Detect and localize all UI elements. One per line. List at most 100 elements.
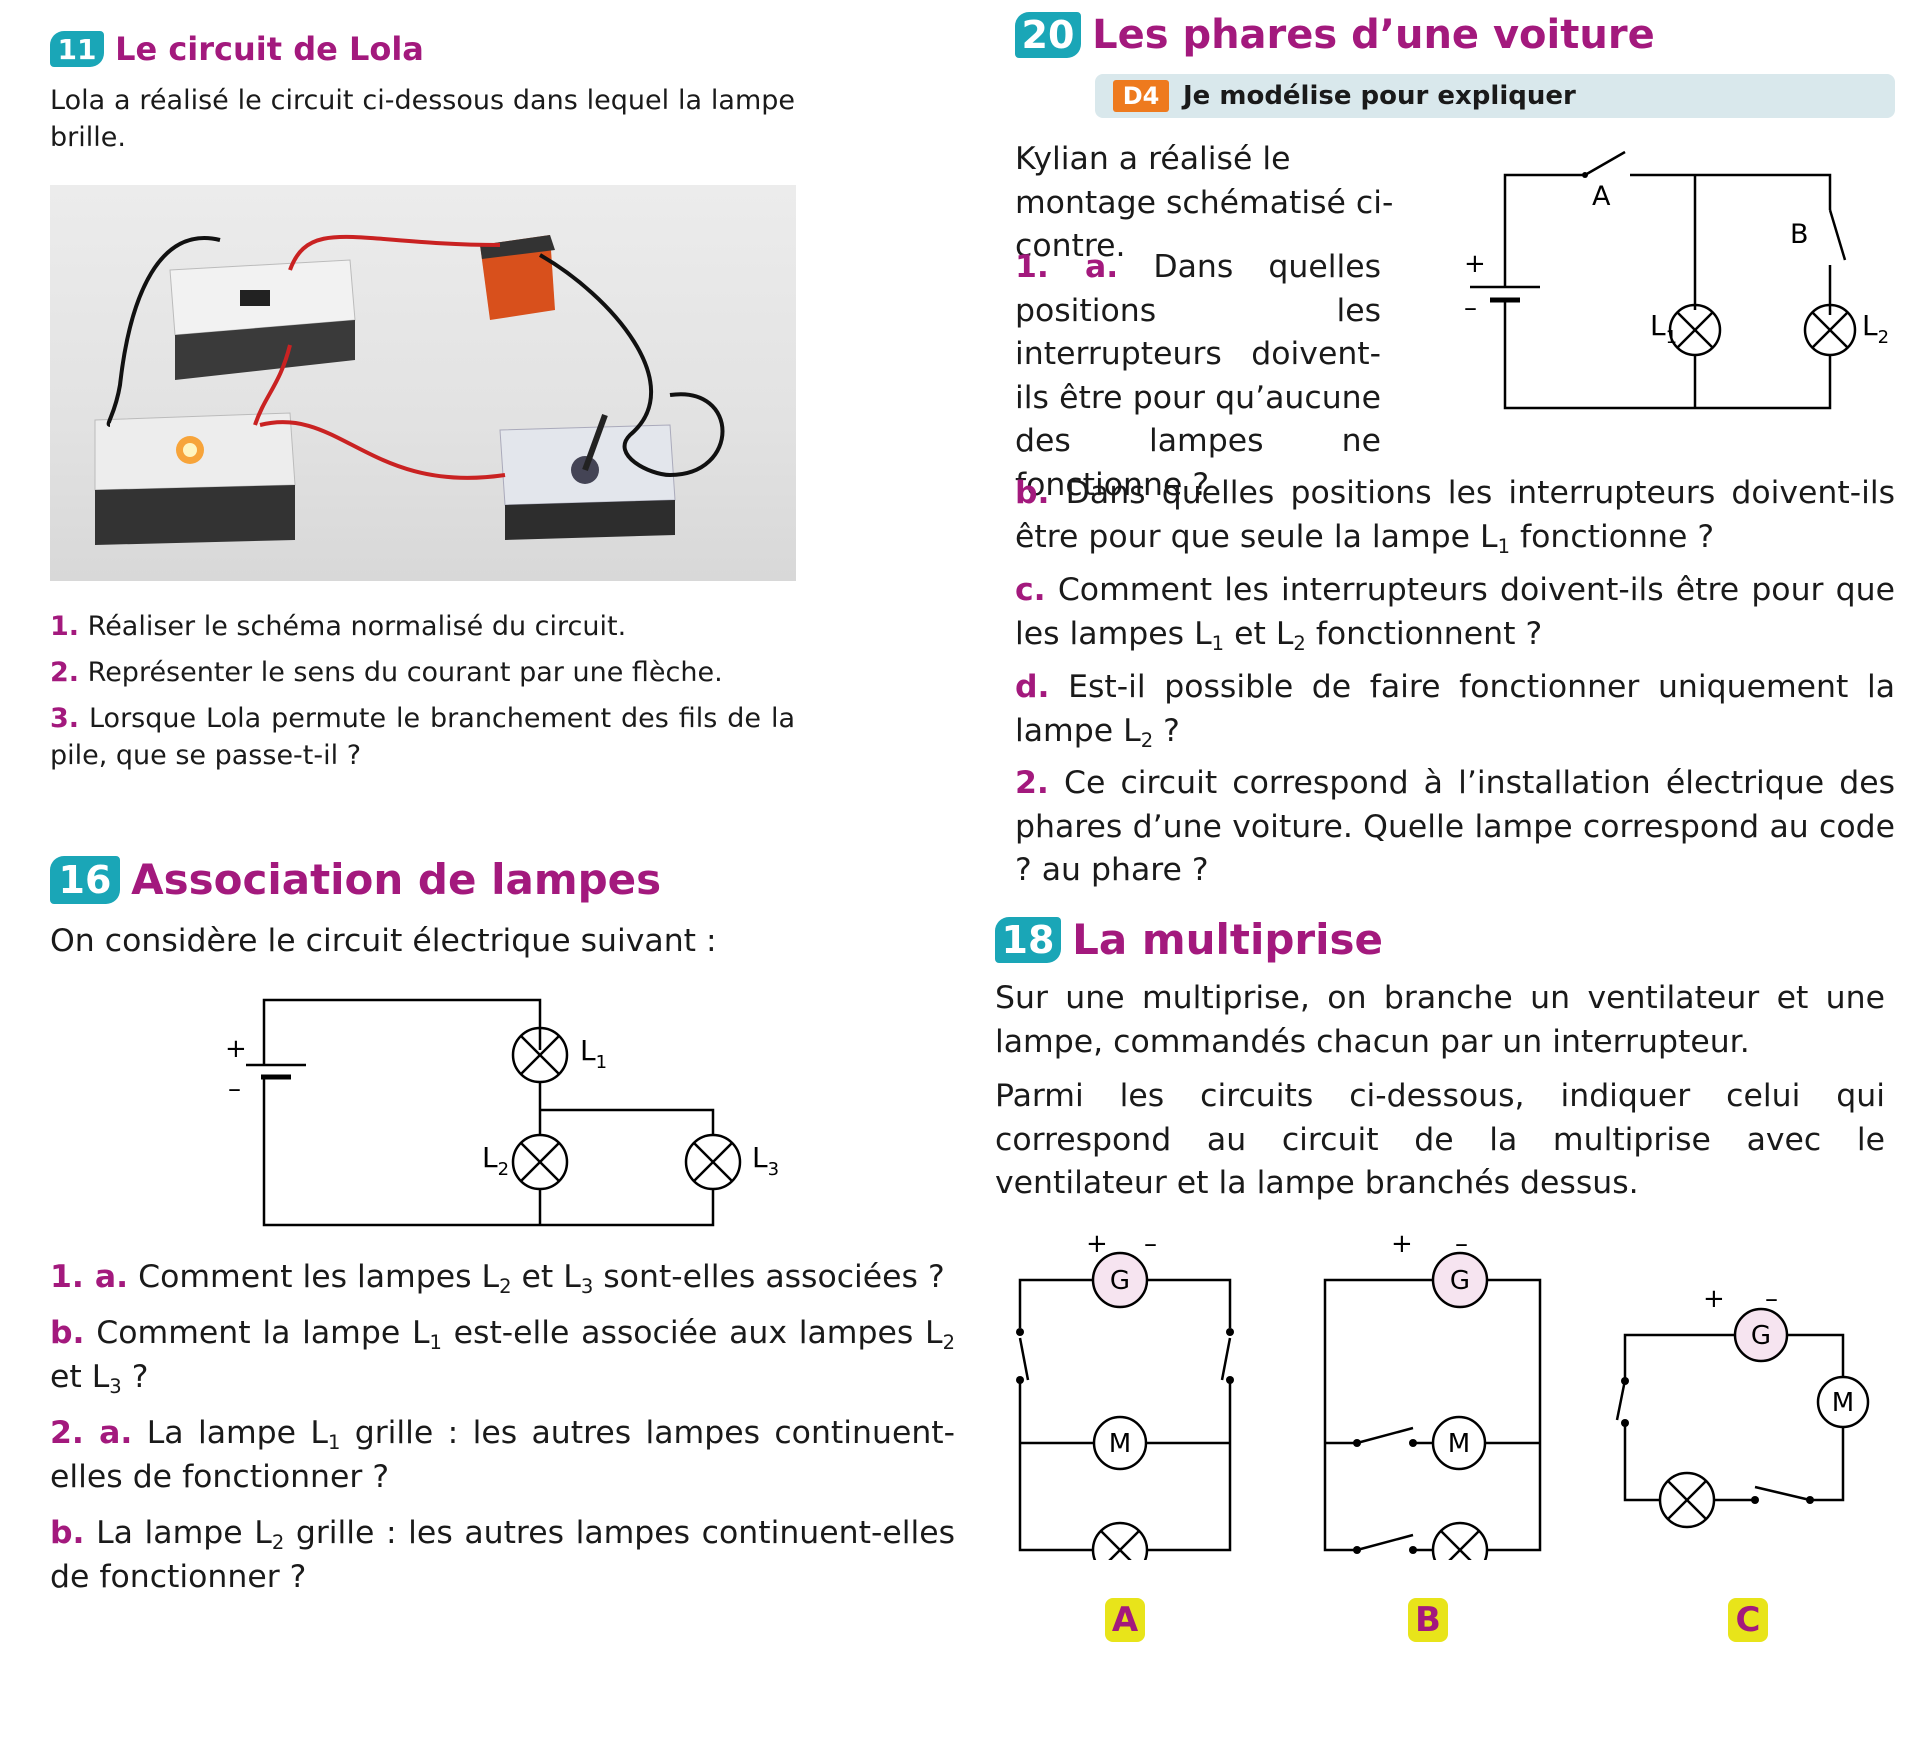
ex18-circuit-A: + – G M [1016, 1230, 1234, 1560]
ex20-skill-tag: D4 [1113, 80, 1169, 112]
ex16-q1a-pre: Comment les lampes L [138, 1259, 500, 1295]
ex16-q1b-post: ? [121, 1358, 149, 1395]
ex20-q1b-pre: Dans quelles positions les interrupteurs… [1015, 475, 1895, 555]
ex11-q2: 2. Représenter le sens du courant par un… [50, 654, 795, 691]
ex11-q1: 1. Réaliser le schéma normalisé du circu… [50, 608, 795, 645]
ex18-circuit-B: + – G M [1323, 1230, 1542, 1560]
ex18-B-minus: – [1455, 1230, 1468, 1259]
ex18-A-motor: M [1109, 1429, 1131, 1459]
ex11-q3-text: Lorsque Lola permute le branchement des … [50, 703, 795, 771]
ex18-A-generator: G [1110, 1266, 1130, 1296]
ex20-q1b-num: b. [1015, 475, 1050, 511]
ex11-q3: 3. Lorsque Lola permute le branchement d… [50, 700, 795, 774]
ex20-circuit-diagram: + – A B L1 L2 [1464, 150, 1889, 410]
ex20-title: Les phares d’une voiture [1092, 12, 1655, 58]
ex16-q2b-sub1: 2 [271, 1530, 285, 1554]
ex16-title: Association de lampes [131, 855, 662, 904]
ex20-q1d-num: d. [1015, 669, 1050, 705]
ex16-q2a-sub1: 1 [327, 1430, 341, 1454]
ex16-L2-label: L2 [482, 1141, 509, 1180]
ex20-q1d: d. Est-il possible de faire fonctionner … [1015, 666, 1895, 753]
ex18-label-C: C [1728, 1598, 1768, 1642]
ex16-q2a-pre: La lampe L [146, 1415, 328, 1451]
ex11-q2-num: 2. [50, 657, 80, 688]
ex18-B-motor: M [1448, 1429, 1470, 1459]
ex20-intro: Kylian a réalisé le montage schématisé c… [1015, 141, 1394, 264]
ex20-q1c-sub2: 2 [1293, 631, 1306, 655]
ex20-q2: 2. Ce circuit correspond à l’installatio… [1015, 762, 1895, 893]
ex16-plus-label: + [225, 1034, 247, 1064]
ex16-q1a-sub2: 3 [580, 1274, 594, 1298]
ex18-A-minus: – [1144, 1230, 1157, 1259]
ex20-q1d-pre: Est-il possible de faire fonctionner uni… [1015, 669, 1895, 749]
ex20-q1d-sub1: 2 [1140, 728, 1154, 752]
ex16-q2b: b. La lampe L2 grille : les autres lampe… [50, 1512, 955, 1599]
ex16-q1a-num: 1. a. [50, 1259, 129, 1295]
ex20-q1a: 1. a. Dans quelles positions les interru… [1015, 246, 1381, 507]
ex16-q1b-sub2: 2 [942, 1330, 955, 1354]
ex16-q2b-num: b. [50, 1515, 85, 1551]
ex20-header: 20 Les phares d’une voiture [1015, 12, 1655, 66]
ex18-A-plus: + [1086, 1230, 1108, 1259]
ex16-minus-label: – [228, 1074, 241, 1104]
ex20-switch-B-label: B [1790, 219, 1809, 250]
ex16-L1-label: L1 [580, 1034, 607, 1073]
ex16-q2a: 2. a. La lampe L1 grille : les autres la… [50, 1412, 955, 1499]
ex11-number: 11 [50, 31, 104, 67]
ex11-q3-num: 3. [50, 703, 80, 734]
ex16-q1b: b. Comment la lampe L1 est-elle associée… [50, 1312, 955, 1399]
ex18-B-generator: G [1450, 1266, 1470, 1296]
ex16-q2b-post: grille : les autres lampes continuent-el… [50, 1515, 956, 1595]
ex11-q1-text: Réaliser le schéma normalisé du circuit. [87, 611, 627, 642]
ex20-q1b-sub1: 1 [1497, 534, 1510, 558]
ex11-q2-text: Représenter le sens du courant par une f… [87, 657, 723, 688]
ex20-switch-A-label: A [1592, 181, 1611, 212]
ex18-header: 18 La multiprise [995, 915, 1383, 971]
ex20-L1-label: L1 [1650, 309, 1677, 348]
ex16-circuit-diagram: + – L1 L2 L3 [225, 998, 779, 1227]
ex20-q1d-post: ? [1153, 712, 1180, 749]
ex11-photo [50, 185, 796, 581]
ex20-plus-label: + [1464, 249, 1486, 279]
ex11-header: 11 Le circuit de Lola [50, 30, 424, 76]
ex18-label-A: A [1105, 1598, 1145, 1642]
ex11-q1-num: 1. [50, 611, 80, 642]
ex16-q1a-sub1: 2 [499, 1274, 512, 1298]
ex20-q1c-num: c. [1015, 572, 1046, 608]
ex18-circuit-C: + – G M [1615, 1284, 1870, 1529]
ex16-number: 16 [50, 855, 120, 904]
ex20-q1c-post: fonctionnent ? [1305, 615, 1543, 652]
ex16-header: 16 Association de lampes [50, 855, 661, 911]
ex20-q1c-sub1: 1 [1211, 631, 1225, 655]
ex18-label-B: B [1408, 1598, 1448, 1642]
ex18-C-plus: + [1703, 1284, 1725, 1314]
ex18-p1: Sur une multiprise, on branche un ventil… [995, 980, 1885, 1060]
ex16-q1b-num: b. [50, 1315, 85, 1351]
ex20-minus-label: – [1464, 293, 1477, 323]
ex16-q2a-num: 2. a. [50, 1415, 133, 1451]
ex16-intro: On considère le circuit électrique suiva… [50, 923, 717, 959]
ex20-q2-num: 2. [1015, 765, 1049, 801]
ex20-L2-label: L2 [1862, 309, 1889, 348]
ex20-q1b-post: fonctionne ? [1510, 518, 1715, 555]
ex16-q1b-mid2: et L [50, 1358, 110, 1395]
ex18-C-generator: G [1751, 1321, 1771, 1351]
ex18-C-motor: M [1832, 1388, 1854, 1418]
ex20-number: 20 [1015, 12, 1081, 58]
ex16-q1b-mid: est-elle associée aux lampes L [441, 1315, 943, 1351]
ex20-q2-text: Ce circuit correspond à l’installation é… [1015, 765, 1895, 888]
ex16-q1a-post: sont-elles associées ? [593, 1259, 945, 1295]
ex16-q1a-mid: et L [511, 1259, 581, 1295]
ex16-q1b-pre: Comment la lampe L [96, 1315, 430, 1351]
ex20-q1c: c. Comment les interrupteurs doivent-ils… [1015, 569, 1895, 656]
ex20-skill-bar: D4 Je modélise pour expliquer [1095, 74, 1895, 118]
ex20-q1a-num: 1. a. [1015, 249, 1119, 285]
ex20-q1a-text: Dans quelles positions les interrupteurs… [1015, 249, 1381, 503]
ex11-title: Le circuit de Lola [115, 30, 424, 68]
ex11-intro: Lola a réalisé le circuit ci-dessous dan… [50, 85, 795, 153]
ex18-title: La multiprise [1072, 915, 1384, 964]
ex16-q1b-sub1: 1 [429, 1330, 442, 1354]
ex16-q1a: 1. a. Comment les lampes L2 et L3 sont-e… [50, 1256, 960, 1300]
ex16-q1b-sub3: 3 [109, 1374, 122, 1398]
ex16-L3-label: L3 [752, 1141, 779, 1180]
